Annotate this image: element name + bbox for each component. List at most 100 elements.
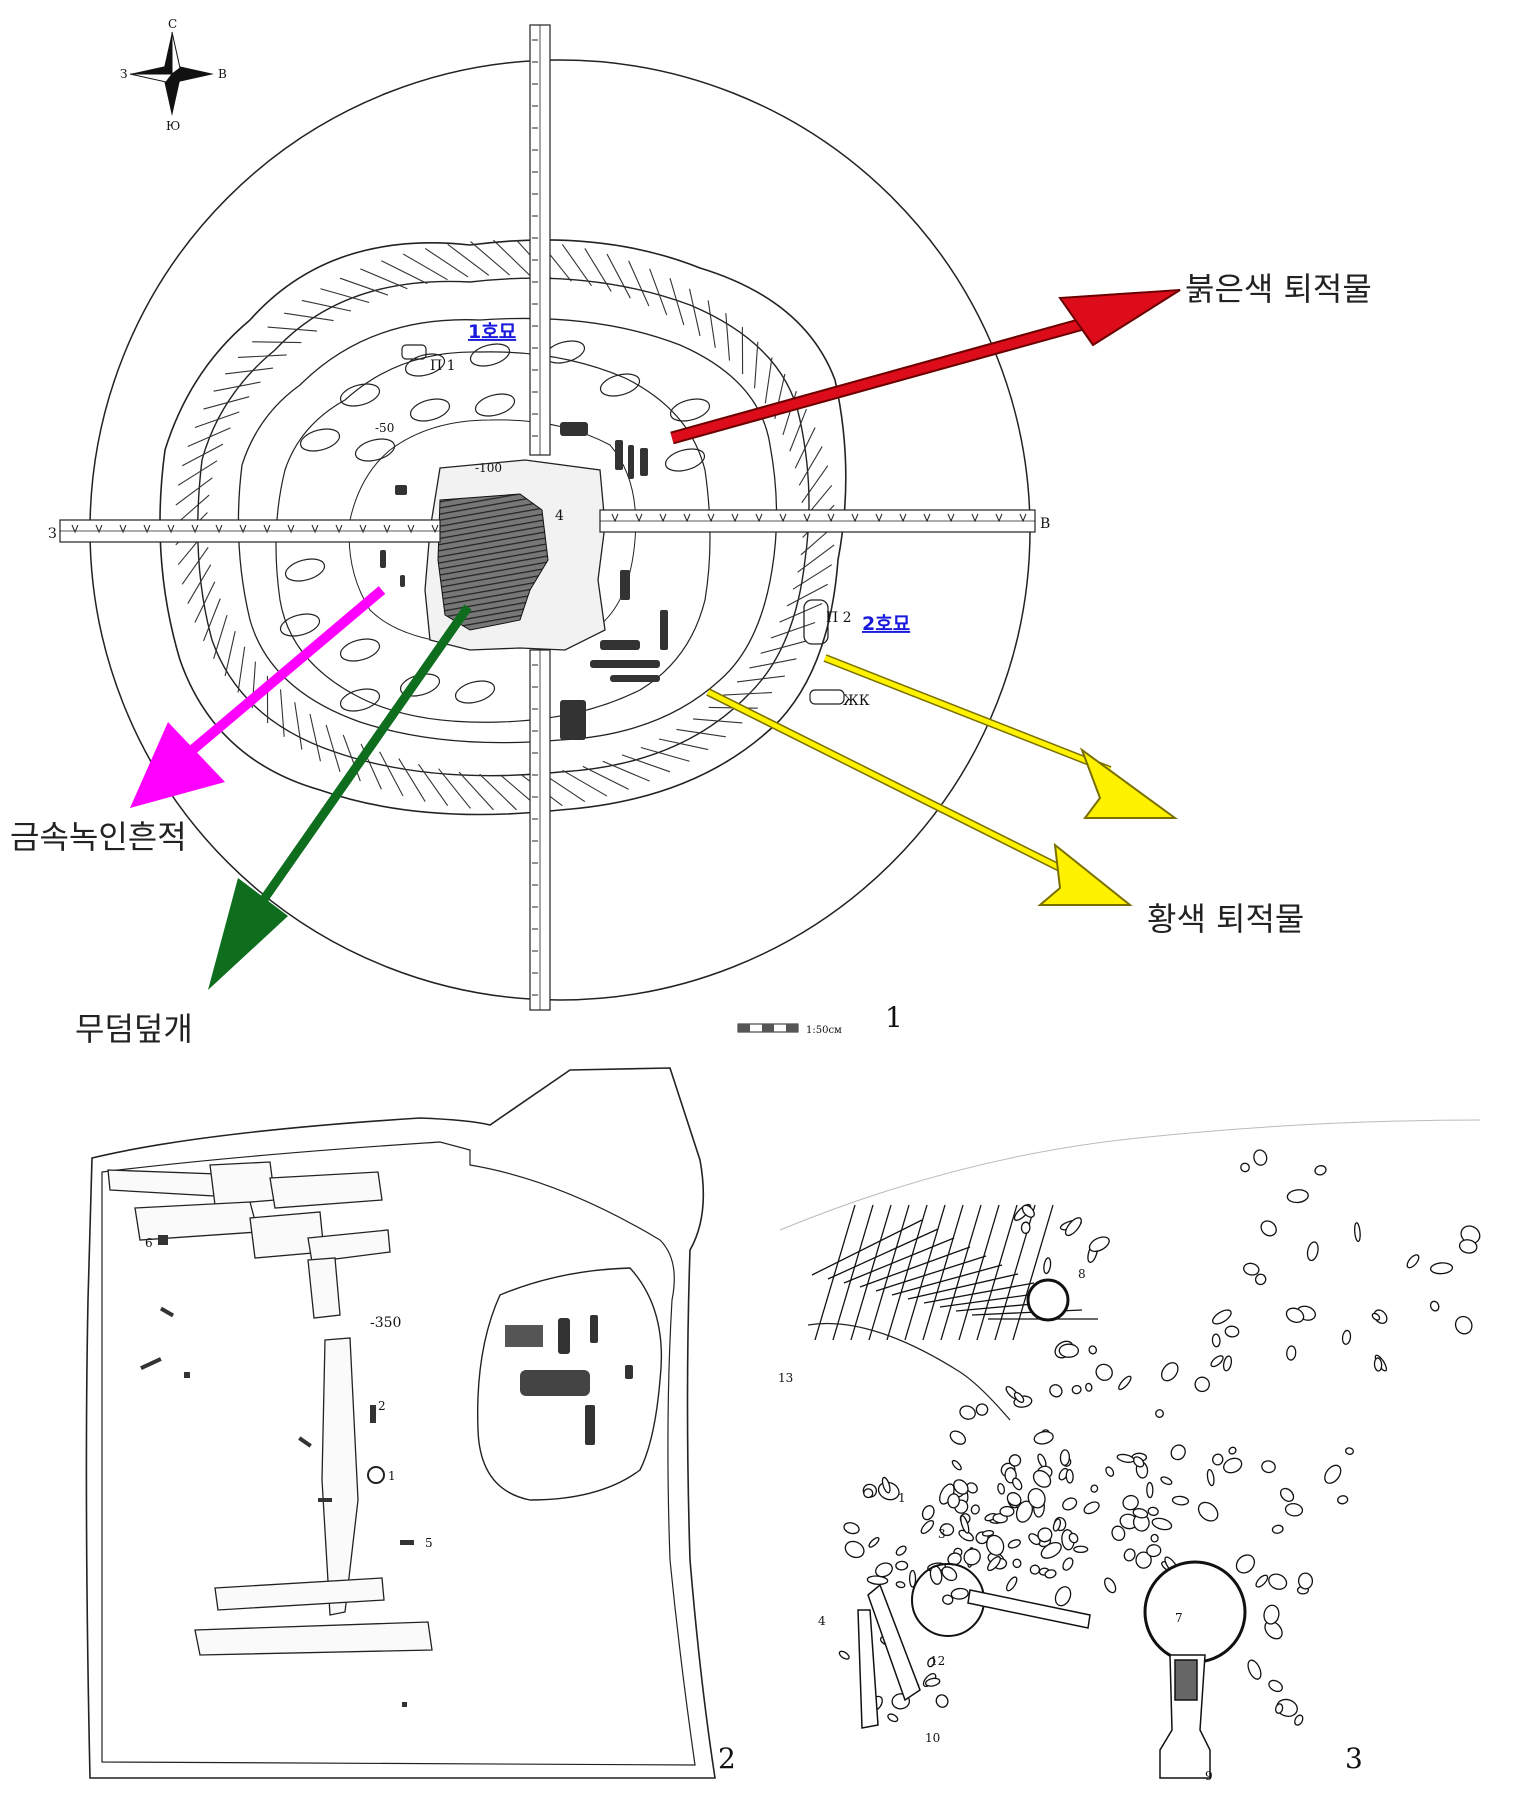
ring-hatch-line — [398, 758, 426, 802]
stone — [895, 1560, 909, 1571]
ring-hatch-line — [213, 381, 261, 392]
stone — [986, 1534, 1005, 1556]
stone — [1212, 1453, 1224, 1466]
feature-zk-label: ЖК — [843, 693, 870, 709]
stone — [1228, 1446, 1237, 1455]
figure-3-item-8: 8 — [1078, 1267, 1086, 1281]
figure-3-burial-detail: 1 3 4 7 8 9 10 12 13 3 — [778, 1119, 1481, 1783]
ring-hatch-line — [470, 241, 510, 276]
ring-hatch-line — [194, 411, 240, 429]
burial-1-label: 1호묘 — [468, 321, 516, 343]
stone — [1155, 1409, 1164, 1418]
stone — [997, 1482, 1006, 1495]
ring-hatch-line — [379, 751, 404, 797]
stone-oval — [339, 638, 381, 662]
mat-line — [1012, 1204, 1054, 1341]
stone — [925, 1677, 941, 1687]
horizontal-survey-axis: З В — [48, 509, 1050, 543]
ring-ornament — [1026, 1278, 1070, 1322]
stone — [1222, 1355, 1233, 1372]
woven-mat-grid — [811, 1204, 1098, 1341]
finds-cluster-northeast — [560, 422, 648, 479]
stone — [1090, 1484, 1099, 1493]
ring-hatch-line — [649, 268, 668, 316]
stone — [1247, 1659, 1262, 1680]
chamber-finds — [505, 1315, 633, 1445]
stone — [1123, 1548, 1136, 1562]
stone-oval — [409, 398, 451, 422]
stone — [975, 1403, 989, 1416]
figure-3-item-4: 4 — [818, 1614, 826, 1628]
stone — [966, 1482, 978, 1494]
compass-west-label: З — [120, 67, 127, 81]
axis-tick — [311, 524, 319, 534]
ring-hatch-line — [707, 300, 716, 348]
ring-hatch-line — [181, 547, 209, 585]
stone — [1160, 1362, 1179, 1382]
ring-hatch-line — [725, 313, 731, 361]
finds-cluster-southeast — [560, 570, 668, 740]
stone-oval — [599, 373, 641, 397]
ring-hatch-line — [252, 341, 302, 344]
ring-hatch-line — [770, 621, 816, 639]
stone — [875, 1562, 893, 1578]
stone — [1132, 1508, 1149, 1519]
stone — [960, 1515, 970, 1534]
ring-hatch-line — [628, 260, 650, 307]
ring-hatch-line — [669, 278, 685, 326]
figure-2-number: 2 — [718, 1742, 736, 1775]
axis-tick — [971, 513, 979, 523]
stone — [1271, 1524, 1284, 1534]
red-sediment-label: 붉은색 퇴적물 — [1185, 270, 1372, 308]
stone — [1211, 1333, 1221, 1348]
mat-line — [827, 1228, 939, 1280]
stone — [1068, 1532, 1079, 1544]
stone — [1197, 1501, 1219, 1522]
ring-hatch-line — [203, 396, 250, 410]
ring-hatch-line — [602, 760, 650, 782]
stone — [1224, 1325, 1240, 1338]
tomb-cover-hatched — [437, 493, 549, 631]
axis-west-label: З — [48, 526, 57, 542]
compass-north-label: С — [168, 17, 177, 31]
stone — [921, 1505, 935, 1521]
stone — [927, 1657, 936, 1668]
mat-line — [811, 1219, 923, 1276]
ring-hatch-line — [175, 477, 213, 506]
mat-line — [922, 1204, 964, 1341]
stone — [1429, 1300, 1440, 1312]
figure-3-item-10: 10 — [925, 1731, 940, 1745]
ring-hatch-line — [339, 277, 389, 296]
stone — [1015, 1500, 1033, 1523]
figure-3-number: 3 — [1345, 1742, 1363, 1775]
figure-2-grave-plan: -350 1 2 5 6 2 — [85, 1067, 736, 1779]
ring-hatch-line — [203, 598, 221, 642]
stone — [959, 1405, 976, 1420]
stone — [1286, 1189, 1309, 1204]
stone — [1371, 1312, 1381, 1321]
stone — [844, 1540, 865, 1559]
stone — [1294, 1714, 1304, 1726]
depth-label-50: -50 — [375, 421, 394, 435]
figure-2-item-1: 1 — [388, 1469, 396, 1483]
stone — [1135, 1551, 1152, 1569]
yellow-sediment-arrow-2 — [706, 688, 1133, 906]
stone — [1147, 1506, 1159, 1516]
ring-hatch-line — [301, 299, 352, 312]
mat-line — [940, 1204, 982, 1341]
second-ring — [237, 317, 778, 744]
stone — [1132, 1456, 1145, 1468]
stone — [1297, 1572, 1314, 1590]
stone — [1253, 1149, 1268, 1166]
axis-tick — [143, 524, 151, 534]
finds-cluster-west — [380, 485, 407, 587]
figure-3-item-7: 7 — [1175, 1611, 1183, 1625]
stone — [1341, 1329, 1352, 1345]
axis-tick — [95, 524, 103, 534]
stone — [1194, 1376, 1210, 1393]
stone — [1105, 1466, 1115, 1477]
axis-tick — [827, 513, 835, 523]
metal-trace-label: 금속녹인흔적 — [10, 818, 187, 856]
stone — [1118, 1375, 1132, 1391]
figure-1-kurgan-plan: С Ю З В 4 -100 -50 — [10, 17, 1372, 1048]
